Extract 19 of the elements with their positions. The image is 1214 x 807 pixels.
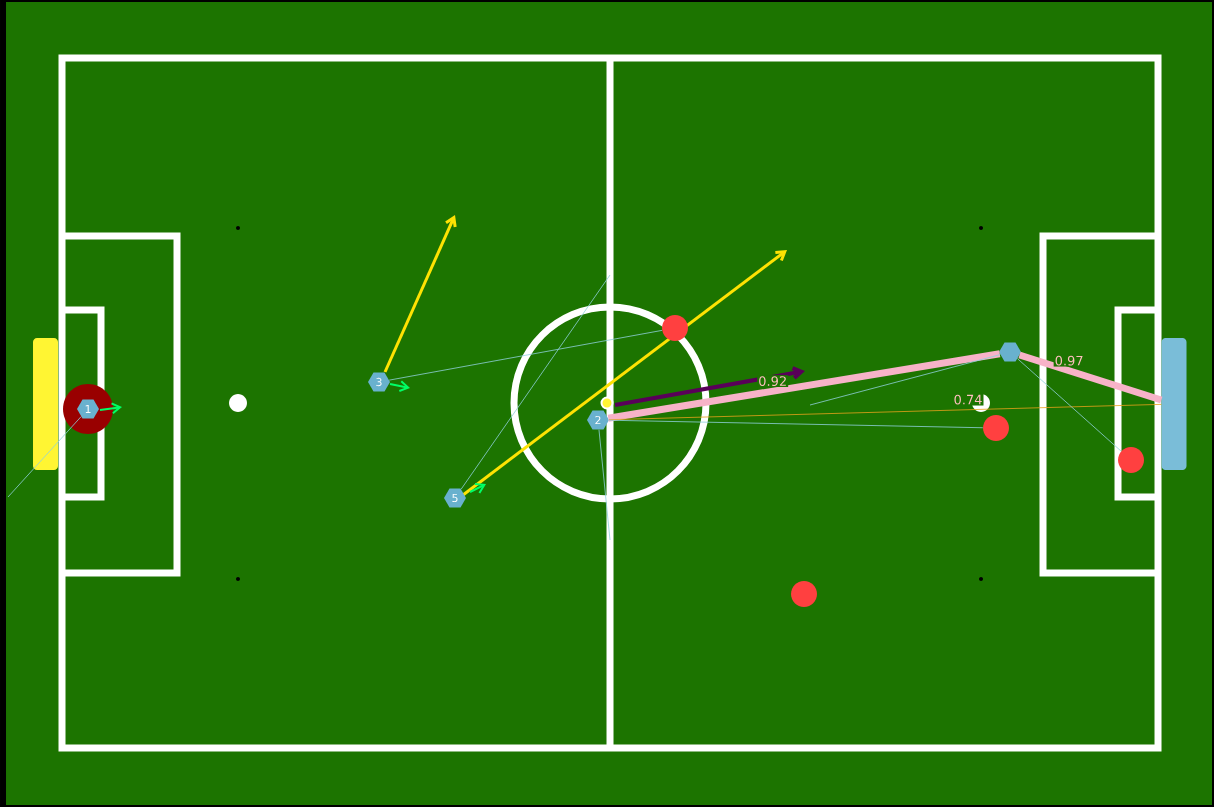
path-line [608,403,1162,421]
opponent-robot [662,315,688,341]
path-line [607,350,1001,422]
sight-line [460,274,611,490]
edge-label: 0.74 [954,394,982,405]
sight-line [1017,358,1122,452]
edge-label: 0.92 [759,376,786,386]
sight-line [608,419,984,429]
sight-line [388,330,663,381]
path-line [1018,351,1163,404]
sight-line [809,354,1001,406]
goal [1161,338,1187,470]
opponent-robot [791,581,817,607]
opponent-robot [1118,447,1144,473]
opponent-robot [983,415,1009,441]
robot-marker [999,342,1021,362]
sight-line [7,416,82,498]
edge-label: 0.97 [1055,355,1083,366]
sight-line [598,429,611,541]
